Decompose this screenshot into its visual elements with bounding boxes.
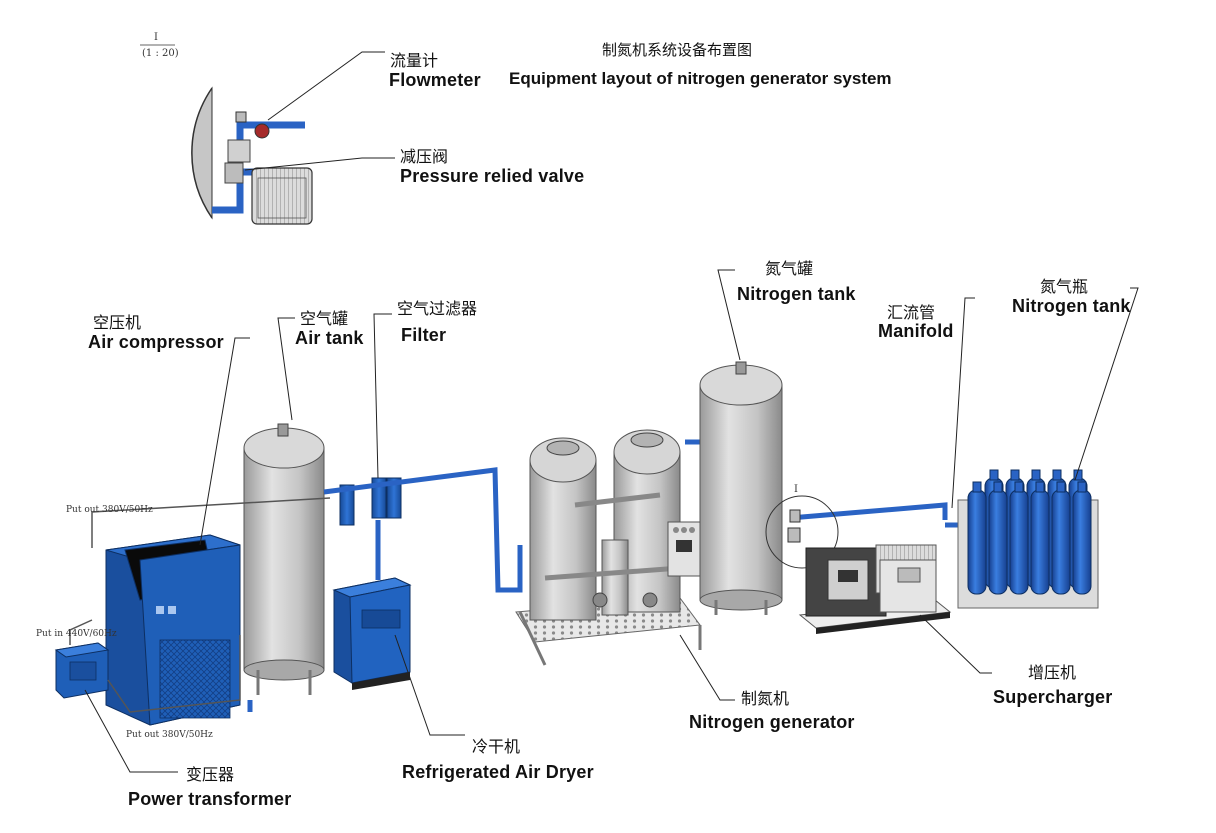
nitrogen-cylinder: [1030, 489, 1050, 595]
supercharger-label-zh: 增压机: [1028, 663, 1077, 682]
air-tank-vessel: [243, 423, 325, 695]
power-transformer-unit: [54, 642, 110, 699]
air-dryer-label-zh: 冷干机: [472, 737, 521, 756]
air-filters: [339, 477, 402, 526]
pressure-valve-label-en: Pressure relied valve: [400, 166, 585, 186]
cylinder-valve-icon: [993, 481, 1003, 493]
nitrogen-cylinders: [957, 469, 1099, 609]
detail-scale: (1 : 20): [142, 48, 179, 59]
put-out-top-note: Put out 380V/50Hz: [66, 505, 153, 515]
power-transformer-label-zh: 变压器: [186, 765, 235, 784]
nitrogen-tank-vessel: [699, 361, 839, 615]
nitrogen-tank-vessel-label-zh: 氮气罐: [765, 259, 814, 278]
put-in-note: Put in 440V/60Hz: [36, 629, 117, 639]
leader-lines: [84, 51, 1139, 773]
nitrogen-cylinder: [1051, 489, 1071, 595]
flowmeter-label-zh: 流量计: [390, 51, 439, 70]
put-out-bottom-note: Put out 380V/50Hz: [126, 730, 213, 740]
nitrogen-cylinder: [988, 489, 1008, 595]
cylinder-valve-icon: [1031, 469, 1041, 481]
air-tank-label-en: Air tank: [295, 328, 364, 348]
air-compressor-unit: [105, 534, 241, 726]
power-cables: [69, 497, 331, 713]
detail-circle-mark: I: [794, 484, 798, 495]
nitrogen-tank-vessel-label-en: Nitrogen tank: [737, 284, 856, 304]
cylinder-valve-icon: [1052, 469, 1062, 481]
nitrogen-generator-label-en: Nitrogen generator: [689, 712, 855, 732]
title-english: Equipment layout of nitrogen generator s…: [509, 69, 892, 88]
cylinder-valve-icon: [1010, 469, 1020, 481]
cylinder-valve-icon: [1056, 481, 1066, 493]
air-dryer-label-en: Refrigerated Air Dryer: [402, 762, 594, 782]
nitrogen-generator-unit: [515, 429, 702, 666]
air-compressor-label-en: Air compressor: [88, 332, 224, 352]
filter-label-en: Filter: [401, 325, 447, 345]
air-compressor-label-zh: 空压机: [93, 313, 142, 332]
cylinder-valve-icon: [1035, 481, 1045, 493]
cylinder-valve-icon: [1077, 481, 1087, 493]
nitrogen-cylinder: [1009, 489, 1029, 595]
nitrogen-generator-label-zh: 制氮机: [741, 689, 790, 708]
manifold-label-zh: 汇流管: [887, 303, 936, 322]
cylinder-valve-icon: [989, 469, 999, 481]
refrigerated-air-dryer-unit: [332, 577, 412, 690]
filter-label-zh: 空气过滤器: [397, 299, 478, 318]
flowmeter-label-en: Flowmeter: [389, 70, 481, 90]
manifold-label-en: Manifold: [878, 321, 954, 341]
supercharger-label-en: Supercharger: [993, 687, 1113, 707]
nitrogen-cylinders-label-zh: 氮气瓶: [1040, 277, 1089, 296]
supercharger-unit: [798, 544, 952, 634]
pressure-valve-label-zh: 减压阀: [400, 147, 449, 166]
air-tank-label-zh: 空气罐: [300, 309, 349, 328]
cylinder-valve-icon: [1014, 481, 1024, 493]
nitrogen-cylinders-label-en: Nitrogen tank: [1012, 296, 1131, 316]
detail-mark: I: [154, 32, 158, 43]
power-transformer-label-en: Power transformer: [128, 789, 292, 809]
cylinder-valve-icon: [972, 481, 982, 493]
pipelines: [247, 439, 960, 712]
nitrogen-cylinder: [1072, 489, 1092, 595]
nitrogen-cylinder: [967, 489, 987, 595]
detail-inset: [140, 44, 313, 225]
title-chinese: 制氮机系统设备布置图: [602, 41, 753, 59]
